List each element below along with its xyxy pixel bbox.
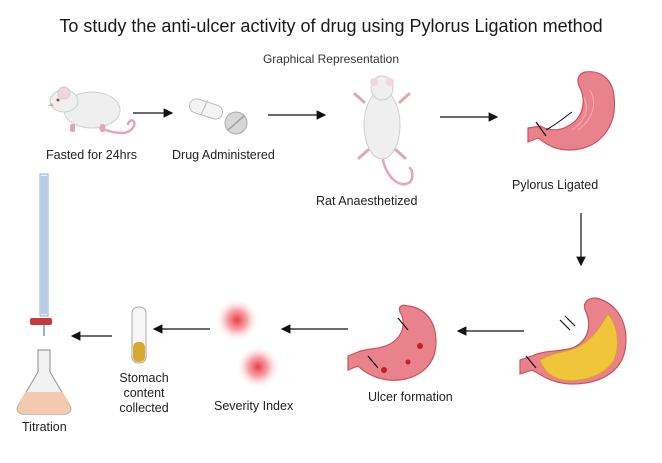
stomach-label-line-2: content xyxy=(123,386,165,400)
rat-icon xyxy=(48,86,136,135)
step-ligated-label: Pylorus Ligated xyxy=(512,178,599,192)
stomach-label-line-1: Stomach xyxy=(119,371,169,385)
severity-spot-1 xyxy=(215,298,259,342)
acid-stomach-icon xyxy=(519,297,627,385)
stomach-label-line-3: collected xyxy=(119,401,169,415)
step-drug-label: Drug Administered xyxy=(172,148,275,162)
page-subtitle: Graphical Representation xyxy=(262,52,400,66)
step-titration-label: Titration xyxy=(22,420,67,434)
ligated-stomach-icon xyxy=(527,71,616,151)
anaesthetized-rat-icon xyxy=(353,75,414,186)
pill-icon xyxy=(188,98,248,135)
test-tube-icon xyxy=(131,306,147,364)
page-title: To study the anti-ulcer activity of drug… xyxy=(59,16,603,36)
burette-icon xyxy=(30,173,52,336)
step-fasted-label: Fasted for 24hrs xyxy=(46,148,138,162)
step-anaesthetized-label: Rat Anaesthetized xyxy=(316,194,418,208)
ulcer-stomach-icon xyxy=(347,304,437,381)
step-ulcer-label: Ulcer formation xyxy=(368,390,453,404)
severity-spot-2 xyxy=(236,345,280,389)
conical-flask-icon xyxy=(16,349,72,415)
step-stomach-content-label: Stomach content collected xyxy=(108,371,180,416)
step-severity-label: Severity Index xyxy=(214,399,294,413)
